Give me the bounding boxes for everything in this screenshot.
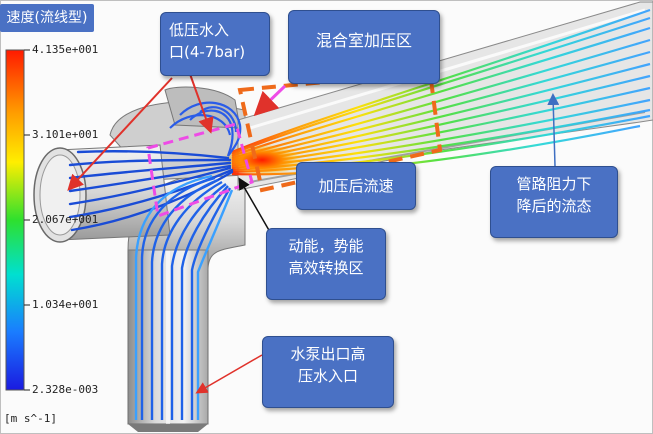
arrow-low-pressure-left [67,77,173,191]
tick-label-2: 3.101e+001 [32,128,99,141]
callout-energy-conversion: 动能，势能 高效转换区 [266,228,386,300]
outlet-diffuser-pipe [237,1,653,191]
callout-mixing-chamber: 混合室加压区 [288,10,440,84]
tick-label-min: 2.328e-003 [32,383,99,396]
arrow-mixing [253,84,287,117]
legend-unit: [m s^-1] [4,412,57,425]
streamlines-vertical-pipe [134,174,234,420]
vertical-inlet-pipe [127,249,209,432]
orange-dashed-zone [237,69,443,193]
magenta-dashed-zone [146,122,254,219]
tick-label-3: 2.067e+001 [32,213,99,226]
arrow-pipe [547,93,560,167]
callout-pipe-resistance: 管路阻力下 降后的流态 [490,166,618,238]
color-bar-ticks [24,49,30,391]
callout-pump-outlet: 水泵出口高 压水入口 [262,336,394,408]
legend-title: 速度(流线型) [0,4,94,32]
callout-low-pressure-inlet: 低压水入 口(4-7bar) [160,12,270,76]
high-velocity-core [222,144,302,176]
tick-label-4: 1.034e+001 [32,298,99,311]
arrow-energy [238,177,271,233]
callout-pressurized-flow: 加压后流速 [296,162,416,210]
arrow-pump [195,354,263,394]
annotation-arrows [67,73,560,394]
color-bar [5,49,25,391]
tick-label-max: 4.135e+001 [32,43,99,56]
arrow-low-pressure [189,73,214,134]
